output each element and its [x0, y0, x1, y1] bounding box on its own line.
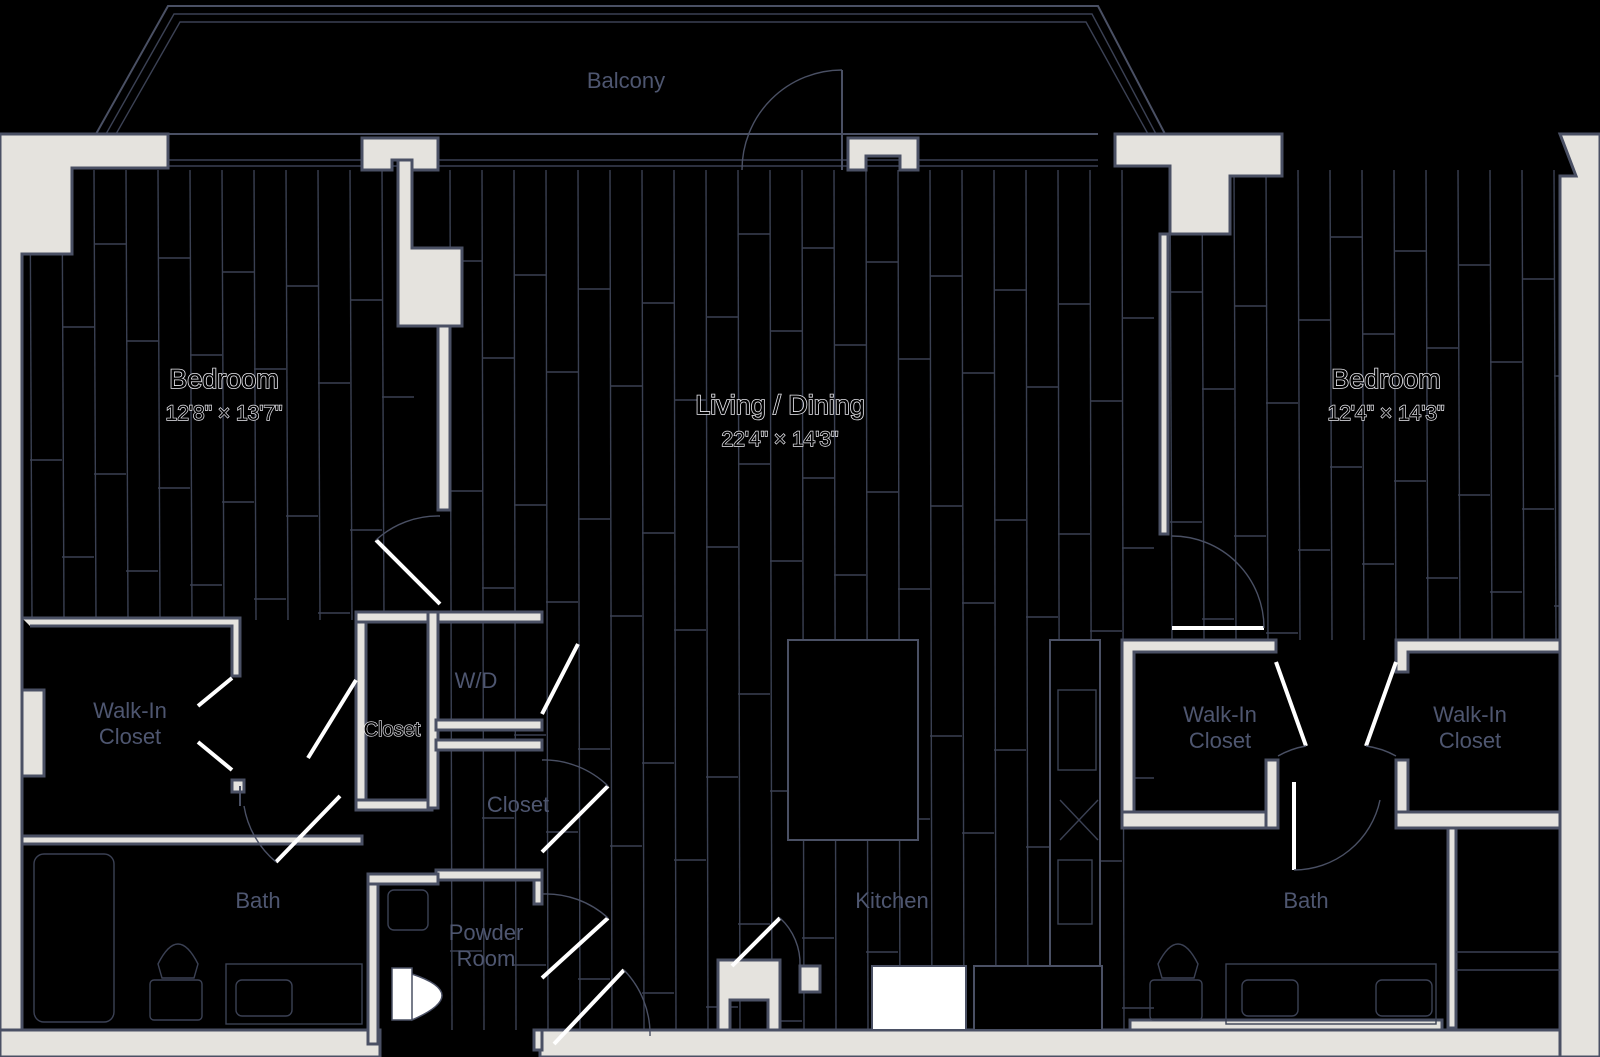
bedroom-left-dims: 12'8" × 13'7" — [166, 402, 283, 425]
kitchen-label: Kitchen — [855, 888, 928, 913]
wd-label: W/D — [455, 668, 498, 693]
living-dining-dims: 22'4" × 14'3" — [722, 428, 839, 451]
bath-left-label: Bath — [235, 888, 280, 913]
walkin-right-b-label-1: Walk-In — [1433, 702, 1507, 727]
closet-mid-label: Closet — [487, 792, 549, 817]
fixtures — [33, 853, 1560, 1025]
walkin-left-label-1: Walk-In — [93, 698, 167, 723]
powder-room-label-2: Room — [457, 946, 516, 971]
toilet-powder-icon — [391, 967, 443, 1022]
balcony-label: Balcony — [587, 68, 665, 93]
bedroom-right-dims: 12'4" × 14'3" — [1328, 402, 1445, 425]
walkin-left-label-2: Closet — [99, 724, 161, 749]
walkin-right-b-label-2: Closet — [1439, 728, 1501, 753]
floor-planks — [29, 169, 1586, 1031]
interior-walls — [20, 610, 1562, 1052]
powder-room-label-1: Powder — [449, 920, 524, 945]
walkin-right-a-label-1: Walk-In — [1183, 702, 1257, 727]
balcony-door — [741, 69, 843, 171]
closet-small-label: Closet — [364, 719, 421, 741]
bedroom-right-label: Bedroom — [1331, 364, 1441, 394]
bedroom-left-label: Bedroom — [169, 364, 279, 394]
bath-right-label: Bath — [1283, 888, 1328, 913]
walkin-right-a-label-2: Closet — [1189, 728, 1251, 753]
balcony-outline — [95, 5, 1166, 167]
living-dining-label: Living / Dining — [695, 390, 865, 420]
room-labels: Balcony Bedroom 12'8" × 13'7" Living / D… — [93, 68, 1507, 971]
toilet-left-icon — [157, 943, 199, 979]
doors — [196, 515, 1398, 1046]
toilet-right-icon — [1157, 943, 1199, 979]
